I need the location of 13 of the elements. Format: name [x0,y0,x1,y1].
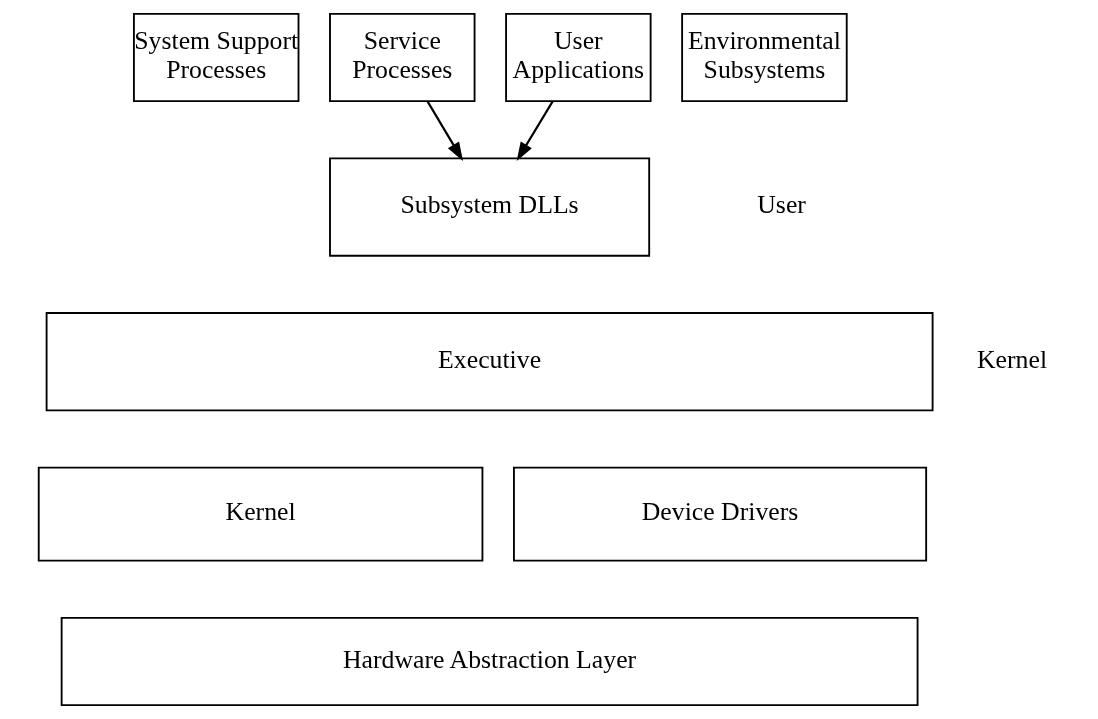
arrow [426,100,463,161]
node-box: Hardware Abstraction Layer [60,616,919,707]
node-box: User Applications [505,12,652,103]
label: Kernel [977,344,1048,374]
node-box: Service Processes [329,12,476,103]
node-box: Executive [45,312,934,412]
node-box: Subsystem DLLs [329,157,651,257]
node-box: Device Drivers [513,466,928,562]
label: User [757,190,806,220]
node-box: Kernel [37,466,484,562]
node-box: Environmental Subsystems [681,12,848,103]
node-box: System Support Processes [133,12,300,103]
arrow [516,100,554,161]
